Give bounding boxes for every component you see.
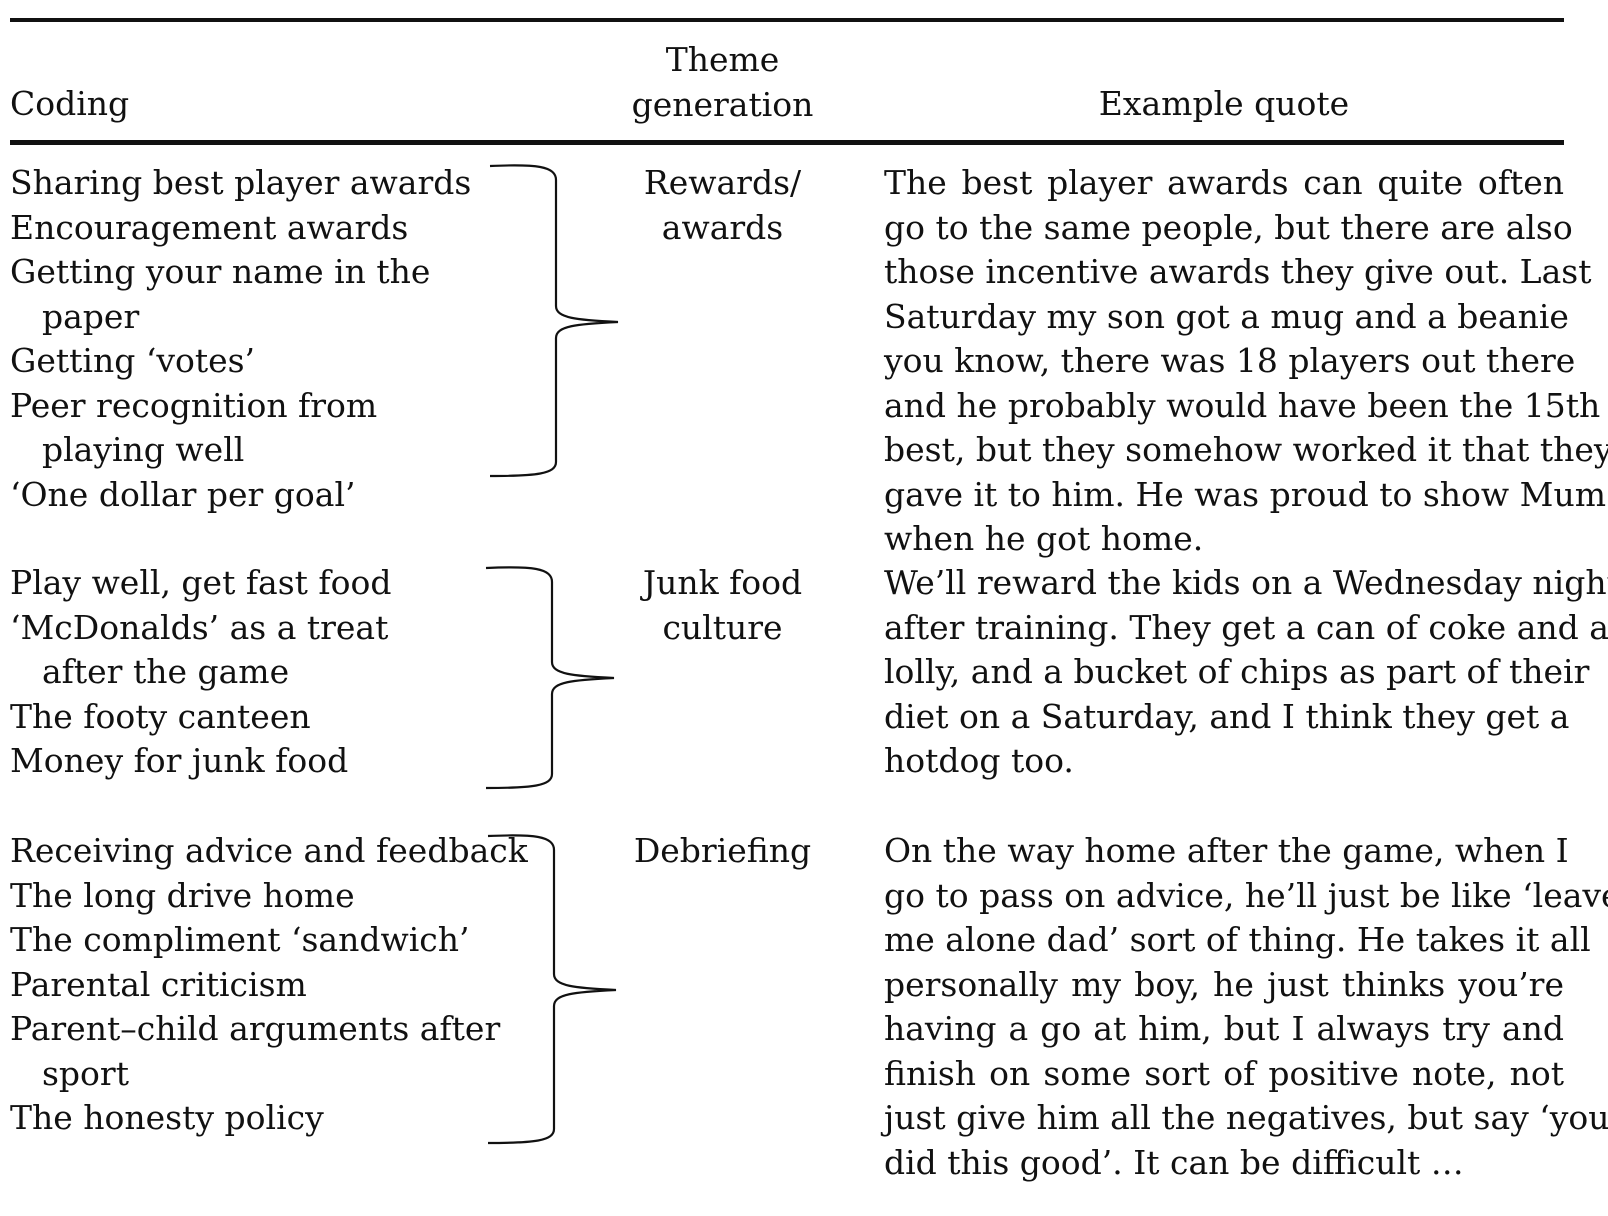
example-quote: We’ll reward the kids on a Wednesday nig…	[884, 561, 1608, 784]
coding-item: The compliment ‘sandwich’	[10, 920, 470, 959]
quote-line: go to the same people, but there are als…	[884, 207, 1573, 247]
quote-line: personally my boy, he just thinks you’re	[884, 964, 1564, 1004]
quote-line: did this good’. It can be difficult …	[884, 1142, 1464, 1182]
coding-item: Peer recognition from	[10, 385, 378, 425]
quote-line: finish on some sort of positive note, no…	[884, 1053, 1564, 1093]
coding-item: Play well, get fast food	[10, 563, 392, 602]
quote-line: just give him all the negatives, but say…	[884, 1098, 1608, 1137]
coding-item: Parental criticism	[10, 964, 307, 1004]
quote-line: On the way home after the game, when I	[884, 831, 1569, 870]
header-rule	[10, 140, 1564, 145]
coding-item: after the game	[42, 652, 290, 691]
grouping-brace	[487, 834, 617, 1145]
grouping-brace	[485, 566, 615, 790]
quote-line: and he probably would have been the 15th	[884, 385, 1601, 425]
header-theme-line: Theme	[665, 40, 780, 79]
quote-line: The best player awards can quite often	[884, 163, 1564, 202]
header-theme-line: generation	[631, 84, 814, 124]
coding-item: The honesty policy	[10, 1098, 324, 1137]
grouping-brace	[489, 164, 619, 478]
example-quote: On the way home after the game, when I go…	[884, 829, 1608, 1185]
quote-line: you know, there was 18 players out there	[884, 341, 1576, 380]
quote-line: hotdog too.	[884, 741, 1074, 780]
quote-line: lolly, and a bucket of chips as part of …	[884, 652, 1590, 691]
header-example-quote: Example quote	[1098, 84, 1350, 123]
coding-item: paper	[42, 296, 140, 336]
theme-label: Rewards/awards	[600, 161, 845, 250]
coding-item: Money for junk food	[10, 741, 349, 780]
coding-item: The long drive home	[10, 875, 355, 915]
quote-line: go to pass on advice, he’ll just be like…	[884, 875, 1608, 915]
coding-item: ‘One dollar per goal’	[10, 474, 356, 514]
coding-item: Encouragement awards	[10, 207, 409, 247]
coding-item: sport	[42, 1053, 129, 1093]
coding-item: Parent–child arguments after	[10, 1009, 501, 1048]
theme-label: Debriefing	[600, 829, 845, 874]
coding-item: Receiving advice and feedback	[10, 831, 528, 870]
quote-line: diet on a Saturday, and I think they get…	[884, 696, 1570, 736]
quote-line: when he got home.	[884, 519, 1204, 558]
quote-line: gave it to him. He was proud to show Mum	[884, 474, 1606, 514]
coding-item: Getting your name in the	[10, 252, 431, 291]
theme-line: culture	[662, 607, 783, 647]
quote-line: having a go at him, but I always try and	[884, 1009, 1564, 1048]
theme-line: Junk food	[642, 563, 803, 602]
example-quote: The best player awards can quite often go…	[884, 161, 1608, 562]
theme-label: Junk food culture	[600, 561, 845, 650]
quote-line: Saturday my son got a mug and a beanie	[884, 296, 1569, 336]
quote-line: me alone dad’ sort of thing. He takes it…	[884, 920, 1591, 959]
theme-line: Rewards/	[643, 163, 802, 202]
header-coding: Coding	[10, 84, 130, 123]
coding-item: Getting ‘votes’	[10, 341, 256, 380]
theme-line: awards	[661, 207, 784, 247]
quote-line: best, but they somehow worked it that th…	[884, 430, 1608, 469]
coding-item: ‘McDonalds’ as a treat	[10, 607, 389, 647]
theme-line: Debriefing	[633, 831, 812, 870]
quote-line: after training. They get a can of coke a…	[884, 607, 1608, 647]
header-theme-generation: Theme generation	[600, 38, 845, 127]
quote-line: We’ll reward the kids on a Wednesday nig…	[884, 563, 1608, 602]
coding-item: playing well	[42, 430, 245, 469]
coding-item: Sharing best player awards	[10, 163, 472, 202]
coding-list: Play well, get fast food ‘McDonalds’ as a…	[10, 561, 530, 784]
table-top-rule	[10, 18, 1564, 22]
coding-item: The footy canteen	[10, 696, 311, 736]
quote-line: those incentive awards they give out. La…	[884, 252, 1592, 291]
